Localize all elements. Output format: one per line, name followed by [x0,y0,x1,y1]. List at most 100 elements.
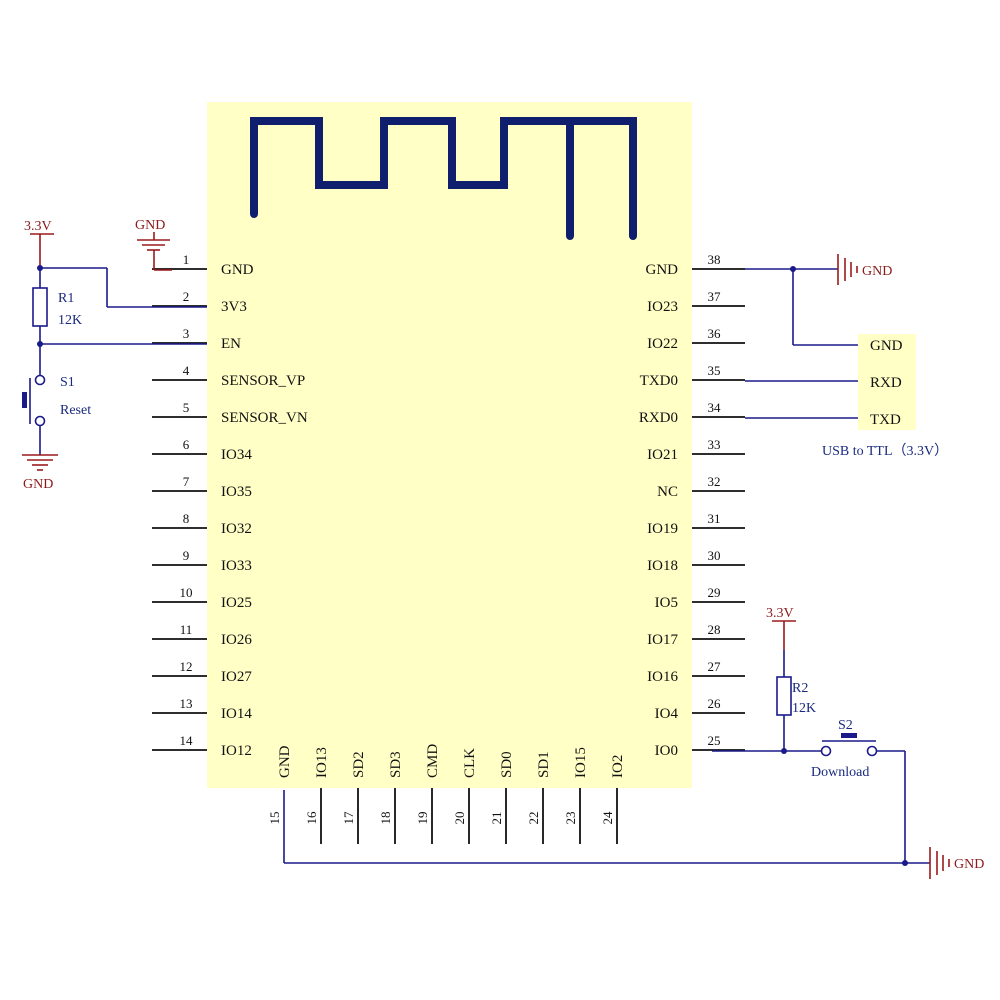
s1-name: S1 [60,375,75,390]
pin-label: IO27 [221,669,252,685]
ttl-pin-txd: TXD [870,412,901,428]
pin-label: IO19 [647,521,678,537]
s1-reset-switch [22,374,46,427]
pin-label: IO22 [647,336,678,352]
gnd-right-bottom-label: GND [954,857,984,872]
gnd-left-label: GND [23,477,53,492]
pin-number: 36 [708,326,722,341]
pin-number: 34 [708,400,722,415]
pin-label: RXD0 [639,410,678,426]
usb-ttl-connector [858,334,916,430]
pin-label: IO12 [221,743,252,759]
ground-symbol-left [22,454,58,471]
pin-label: IO21 [647,447,678,463]
pin-label: IO18 [647,558,678,574]
ground-symbol-right-top [837,254,858,285]
pin-number: 8 [183,511,190,526]
pin-number: 35 [708,363,721,378]
s2-label: Download [811,765,869,780]
ground-symbol-top [137,232,172,271]
r1-resistor [32,287,48,327]
pin-label: TXD0 [640,373,678,389]
pin-number: 29 [708,585,721,600]
pin-number: 6 [183,437,190,452]
pin-number: 9 [183,548,190,563]
pin-label: IO23 [647,299,678,315]
left-pin-group: 1GND23V33EN4SENSOR_VP5SENSOR_VN6IO347IO3… [152,252,308,759]
pin-number: 4 [183,363,190,378]
pin-label: IO15 [573,747,589,778]
pin-number: 10 [180,585,193,600]
bottom-pin: 24 IO2 [600,755,626,844]
pin-number: 30 [708,548,721,563]
pin-number: 19 [415,812,430,825]
pin-number: 38 [708,252,721,267]
pin-label: SENSOR_VN [221,410,308,426]
pin-label: IO34 [221,447,252,463]
ttl-pin-gnd: GND [870,338,903,354]
bottom-pin: 17 SD2 [341,751,367,844]
pin-number: 33 [708,437,721,452]
pin-number: 7 [183,474,190,489]
pin-label: IO5 [655,595,678,611]
pin-label: IO4 [655,706,679,722]
pin-number: 5 [183,400,190,415]
usb-ttl-caption: USB to TTL（3.3V） [822,443,948,459]
pin-number: 27 [708,659,722,674]
junction-dot [37,341,43,347]
left-pin: 3EN [152,326,241,352]
pin-number: 11 [180,622,193,637]
pin-number: 22 [526,812,541,825]
pin-label: IO13 [314,747,330,778]
pin-label: SD2 [351,751,367,778]
s1-label: Reset [60,403,91,418]
pin-label: IO33 [221,558,252,574]
s2-download-switch [820,733,878,757]
pin-label: IO32 [221,521,252,537]
pin-label: IO2 [610,755,626,778]
pin-label: 3V3 [221,299,247,315]
r2-name: R2 [792,681,808,696]
pin-number: 12 [180,659,193,674]
pin-number: 2 [183,289,190,304]
pin-number: 1 [183,252,190,267]
pin-number: 24 [600,811,615,825]
pin-label: CLK [462,748,478,778]
gnd-right-top-label: GND [862,264,892,279]
gnd-top-label: GND [135,218,165,233]
vcc-right-label: 3.3V [766,606,794,621]
pin-number: 20 [452,812,467,825]
pin-label: GND [646,262,679,278]
pin-label: GND [277,745,293,778]
pin-number: 32 [708,474,721,489]
module-body [207,102,692,788]
pin-number: 17 [341,811,356,825]
pin-label: SD3 [388,751,404,778]
s2-name: S2 [838,718,853,733]
r2-value: 12K [792,701,816,716]
